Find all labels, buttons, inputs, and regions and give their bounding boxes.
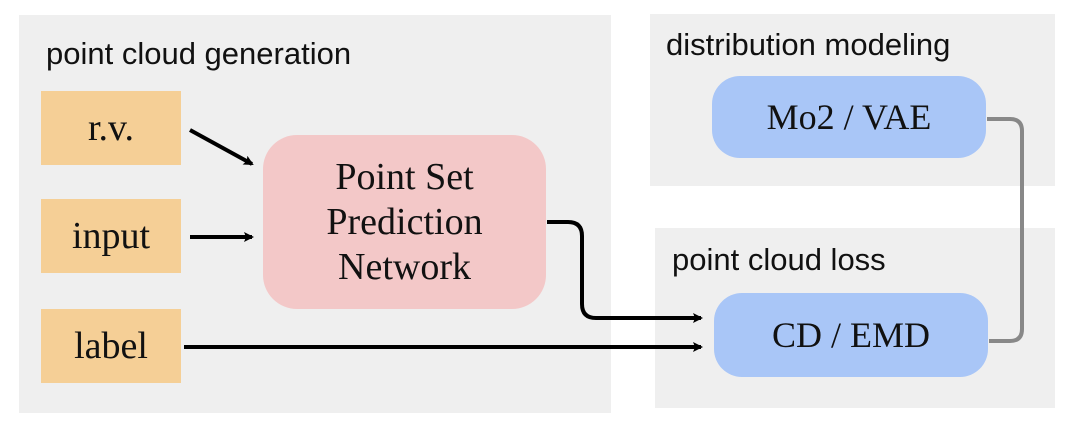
- cd-emd-box: CD / EMD: [714, 293, 988, 377]
- network-label-line-2: Prediction: [326, 200, 483, 243]
- point-set-prediction-network: Point Set Prediction Network: [263, 135, 546, 309]
- network-to-loss-arrow: [547, 220, 703, 323]
- input-box: input: [41, 199, 181, 273]
- network-label-line-1: Point Set: [335, 155, 474, 198]
- rv-to-network-arrow: [189, 128, 254, 166]
- distribution-to-loss-connector: [987, 117, 1024, 343]
- network-label-line-3: Network: [338, 245, 471, 288]
- label-input-box: label: [41, 309, 181, 383]
- generation-panel-title: point cloud generation: [46, 36, 352, 71]
- mo2-vae-box: Mo2 / VAE: [712, 76, 986, 158]
- rv-input-box: r.v.: [41, 91, 181, 165]
- distribution-panel-title: distribution modeling: [666, 27, 951, 62]
- loss-panel-title: point cloud loss: [672, 242, 886, 277]
